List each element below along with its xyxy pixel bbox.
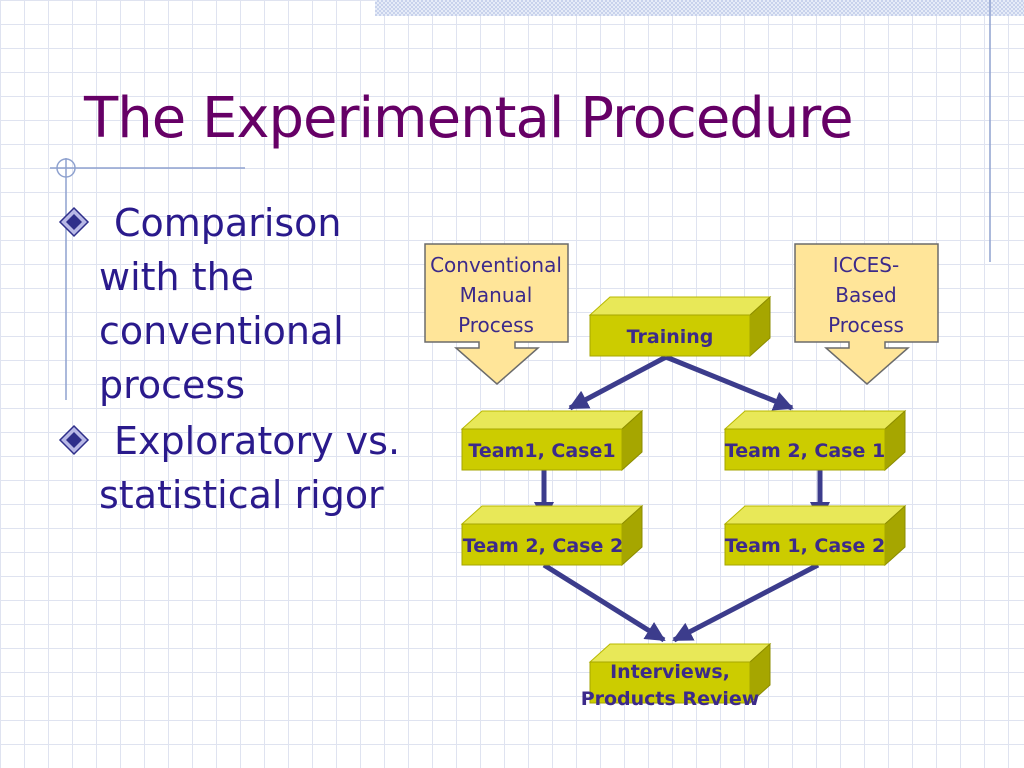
callout-left-line-2: Manual (460, 283, 533, 307)
callout-down-arrow-shape (424, 243, 569, 385)
rule-circle-ornament (56, 158, 76, 178)
callout-right-line-3: Process (828, 313, 904, 337)
callout-right-line-2: Based (835, 283, 896, 307)
slide-title: The Experimental Procedure (84, 86, 854, 151)
bullet-item-comparison: Comparison with the conventional process (58, 196, 428, 412)
callout-icces-based-process: ICCES- Based Process (794, 243, 939, 385)
box-team1-case1: Team1, Case1 (460, 409, 644, 472)
callout-conventional-manual-process: Conventional Manual Process (424, 243, 569, 385)
bullet-text: Exploratory vs. statistical rigor (99, 419, 401, 517)
box-team1-case2: Team 1, Case 2 (723, 504, 907, 567)
callout-down-arrow-shape (794, 243, 939, 385)
box-training-label: Training (627, 326, 714, 348)
box-interviews-label-line-1: Interviews, (610, 661, 730, 683)
box-team2-case2-label: Team 2, Case 2 (463, 535, 623, 557)
box-team1-case2-label: Team 1, Case 2 (725, 535, 885, 557)
diamond-bullet-icon (58, 206, 90, 238)
callout-left-line-1: Conventional (430, 253, 562, 277)
box-team2-case2: Team 2, Case 2 (460, 504, 644, 567)
box-team1-case1-label: Team1, Case1 (468, 440, 615, 462)
arrow-training-to-team2-case1 (665, 354, 794, 411)
arrow-team1-case2-to-interviews (672, 562, 820, 643)
box-interviews-label-line-2: Products Review (581, 688, 760, 710)
arrow-team2-case2-to-interviews (542, 562, 666, 643)
bullet-item-exploratory: Exploratory vs. statistical rigor (58, 414, 428, 522)
callout-left-line-3: Process (458, 313, 534, 337)
bullet-text: Comparison with the conventional process (99, 201, 344, 407)
top-decorative-band (375, 0, 1024, 16)
diamond-bullet-icon (58, 424, 90, 456)
flow-connectors (534, 354, 830, 643)
box-team2-case1: Team 2, Case 1 (723, 409, 907, 472)
box-interviews-products-review: Interviews, Products Review (581, 642, 772, 710)
arrow-training-to-team1-case1 (568, 354, 668, 411)
box-team2-case1-label: Team 2, Case 1 (725, 440, 885, 462)
box-training: Training (588, 295, 772, 358)
callout-right-line-1: ICCES- (833, 253, 899, 277)
bullet-list: Comparison with the conventional process… (58, 196, 428, 524)
